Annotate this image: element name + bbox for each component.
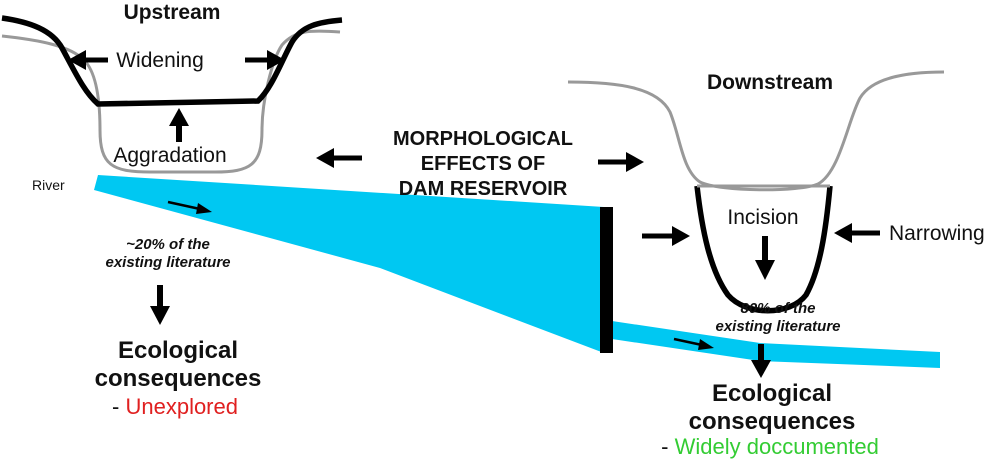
literature-line: 80% of the [740,300,816,317]
diagram-title: MORPHOLOGICAL EFFECTS OF DAM RESERVOIR [393,127,573,202]
downstream-old-profile [567,70,945,192]
aggradation-label: Aggradation [113,144,227,167]
upstream-river-reservoir [94,175,604,353]
status-prefix: - [112,394,126,419]
arrow-right-icon [642,226,690,246]
arrow-down-icon [755,236,775,280]
consequences-line: Ecological [117,337,239,364]
downstream-literature-note: 80% of the existing literature [715,300,840,336]
title-line: EFFECTS OF [420,153,546,175]
literature-line: existing literature [105,254,231,271]
widening-label: Widening [116,49,204,72]
downstream-river [612,321,940,368]
arrow-left-icon [316,148,362,168]
arrow-right-icon [598,152,644,172]
upstream-new-profile [1,15,343,107]
downstream-consequences: Ecological consequences [689,380,856,436]
incision-label: Incision [727,206,799,229]
upstream-literature-note: ~20% of the existing literature [105,236,230,272]
downstream-status: - Widely doccumented [661,436,879,458]
status-prefix: - [661,434,675,459]
arrow-up-icon [169,108,189,142]
arrow-down-icon [751,344,771,378]
status-documented: Widely doccumented [674,434,879,459]
literature-line: existing literature [715,318,841,335]
river-label: River [32,177,65,193]
upstream-status: - Unexplored [112,396,238,418]
consequences-line: consequences [94,365,262,392]
upstream-consequences: Ecological consequences [95,337,262,393]
narrowing-label: Narrowing [889,222,985,245]
dam-wall [600,207,613,353]
status-unexplored: Unexplored [125,394,238,419]
arrow-down-icon [150,285,170,325]
arrow-right-icon [245,50,285,70]
downstream-new-profile [694,185,833,314]
title-line: MORPHOLOGICAL [393,128,573,150]
consequences-line: consequences [688,408,856,435]
title-line: DAM RESERVOIR [398,178,568,200]
arrow-left-icon [68,50,108,70]
flow-arrow-icon [167,200,212,214]
consequences-line: Ecological [711,380,833,407]
literature-line: ~20% of the [126,236,210,253]
upstream-heading: Upstream [123,1,221,24]
flow-arrow-icon [673,337,714,350]
arrow-left-icon [834,223,880,243]
downstream-heading: Downstream [706,71,834,94]
